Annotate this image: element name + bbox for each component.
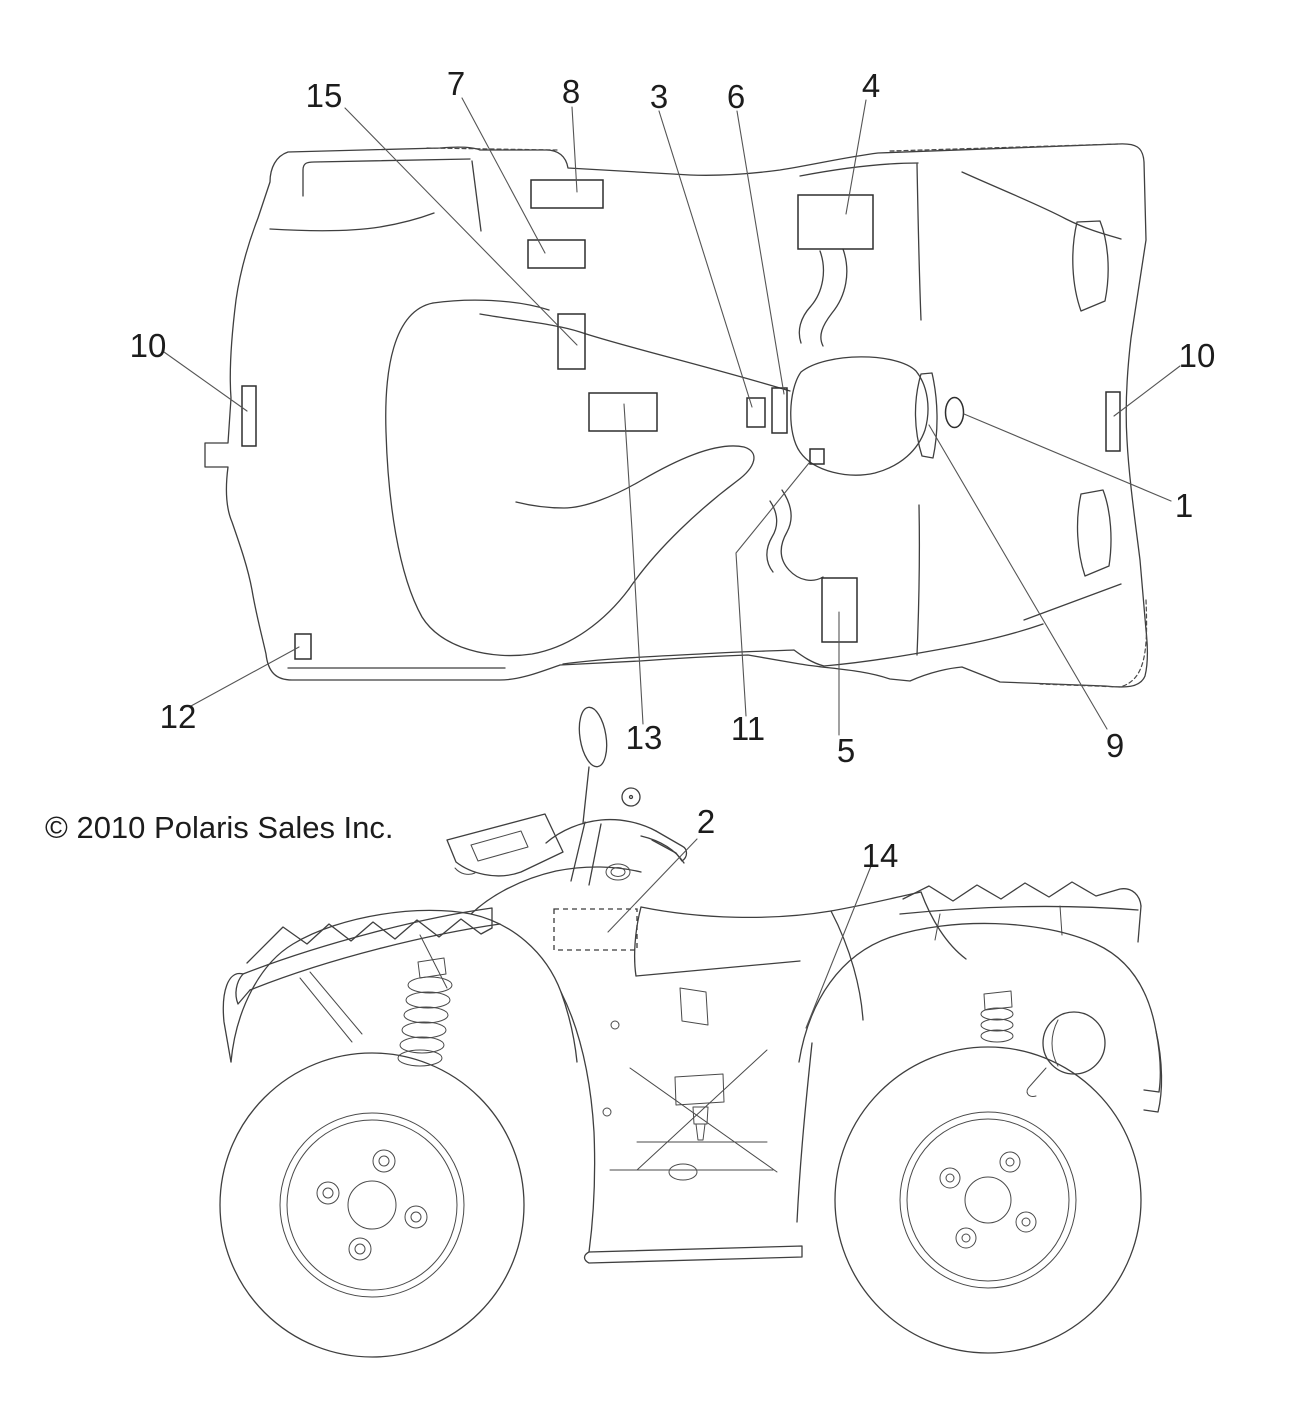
callout-6[interactable]: 6 (727, 78, 745, 115)
rear-deck-seam (269, 212, 435, 232)
rear-mud-flap (1143, 1030, 1163, 1113)
instrument-pod (446, 813, 564, 877)
leader-6 (736, 110, 785, 395)
rear-fender (798, 922, 1161, 1093)
seat-outline-right (515, 445, 755, 590)
front-rack-dashed-edge (889, 143, 1119, 152)
body-outline (204, 143, 1149, 688)
leader-10-left (163, 351, 248, 412)
leader-2 (607, 838, 698, 933)
seat-top-edge (432, 299, 550, 311)
front-inner-top (799, 162, 919, 177)
frame-rear-tubes (830, 891, 967, 1021)
floor-bottom-seam (562, 623, 1044, 667)
front-fender (230, 909, 578, 1063)
callout-14[interactable]: 14 (862, 837, 899, 874)
mirror-and-handlebar (545, 706, 688, 886)
callout-3[interactable]: 3 (650, 78, 668, 115)
callout-2[interactable]: 2 (697, 803, 715, 840)
callout-labels: 1 2 3 4 5 6 7 8 9 10 10 11 12 13 14 15 (130, 65, 1216, 874)
front-shock-spring (397, 957, 453, 1067)
front-bumper-edge (222, 972, 244, 1063)
callout-15[interactable]: 15 (306, 77, 343, 114)
callout-leaders (163, 97, 1181, 1029)
decal-rect-7 (527, 239, 586, 269)
atv-side-view (219, 706, 1163, 1358)
front-vent-lower (1076, 489, 1112, 577)
leader-1 (963, 413, 1172, 502)
decal-rect-6 (771, 387, 788, 434)
leader-12 (190, 646, 300, 707)
leader-8 (571, 106, 578, 193)
fuel-cap-inner (610, 867, 626, 877)
decal-rect-3 (746, 397, 766, 428)
front-wheel (219, 1052, 525, 1358)
callout-1[interactable]: 1 (1175, 487, 1193, 524)
decal-ellipse-1 (944, 396, 965, 429)
callout-10-left[interactable]: 10 (130, 327, 167, 364)
side-panel-front-edge (560, 991, 596, 1253)
side-panel-vent (679, 987, 709, 1026)
rear-fender-front-edge (796, 1042, 813, 1223)
leader-10-right (1113, 365, 1181, 417)
tunnel-seam (479, 313, 791, 392)
leader-13 (623, 403, 644, 725)
decal-rect-12 (294, 633, 312, 660)
leader-11 (735, 462, 810, 717)
decal-rect-4 (797, 194, 874, 250)
decal-rect-8 (530, 179, 604, 209)
callout-5[interactable]: 5 (837, 732, 855, 769)
decal-rect-10-right (1105, 391, 1121, 452)
windshield-strip (914, 372, 938, 459)
callout-9[interactable]: 9 (1106, 727, 1124, 764)
callout-12[interactable]: 12 (160, 698, 197, 735)
front-seam-right (961, 171, 1122, 621)
seat-front-edge (633, 906, 642, 977)
rear-shock-spring (980, 990, 1014, 1043)
front-seam-left (916, 163, 922, 656)
steering-pod (790, 356, 929, 476)
lever-lower (766, 489, 824, 581)
leader-7 (461, 97, 546, 254)
decal-rect-11 (809, 448, 825, 465)
rear-rack (899, 881, 1142, 943)
callout-8[interactable]: 8 (562, 73, 580, 110)
front-vent-upper (1072, 220, 1109, 312)
decal-rect-10-left (241, 385, 257, 447)
callout-13[interactable]: 13 (626, 719, 663, 756)
leader-4 (845, 99, 867, 215)
leader-14 (805, 865, 872, 1029)
callout-7[interactable]: 7 (447, 65, 465, 102)
body-side-seam (635, 960, 801, 977)
callout-11[interactable]: 11 (731, 710, 765, 747)
rear-rack-dashed-edge (426, 147, 558, 151)
rear-wheel (834, 1046, 1142, 1354)
callout-10-right[interactable]: 10 (1179, 337, 1216, 374)
front-corner-dashed-edge (1039, 599, 1148, 688)
seat-line (640, 891, 922, 919)
footwell (583, 1020, 803, 1264)
leader-9 (928, 424, 1108, 730)
callout-4[interactable]: 4 (862, 67, 880, 104)
engine-cover (1026, 1011, 1106, 1097)
decal-rect-2 (553, 908, 638, 951)
front-rack (235, 907, 501, 1043)
lever-upper (798, 248, 848, 347)
copyright-notice: © 2010 Polaris Sales Inc. (45, 810, 394, 845)
seat-outline-left (385, 302, 630, 657)
leader-15 (344, 107, 578, 346)
body-top-view (204, 143, 1149, 688)
decal-rect-15 (557, 313, 586, 370)
rear-rack-inner (302, 158, 482, 232)
hood-line (470, 866, 642, 915)
leader-3 (658, 110, 753, 408)
decal-rect-13 (588, 392, 658, 432)
fuel-cap (605, 863, 631, 881)
